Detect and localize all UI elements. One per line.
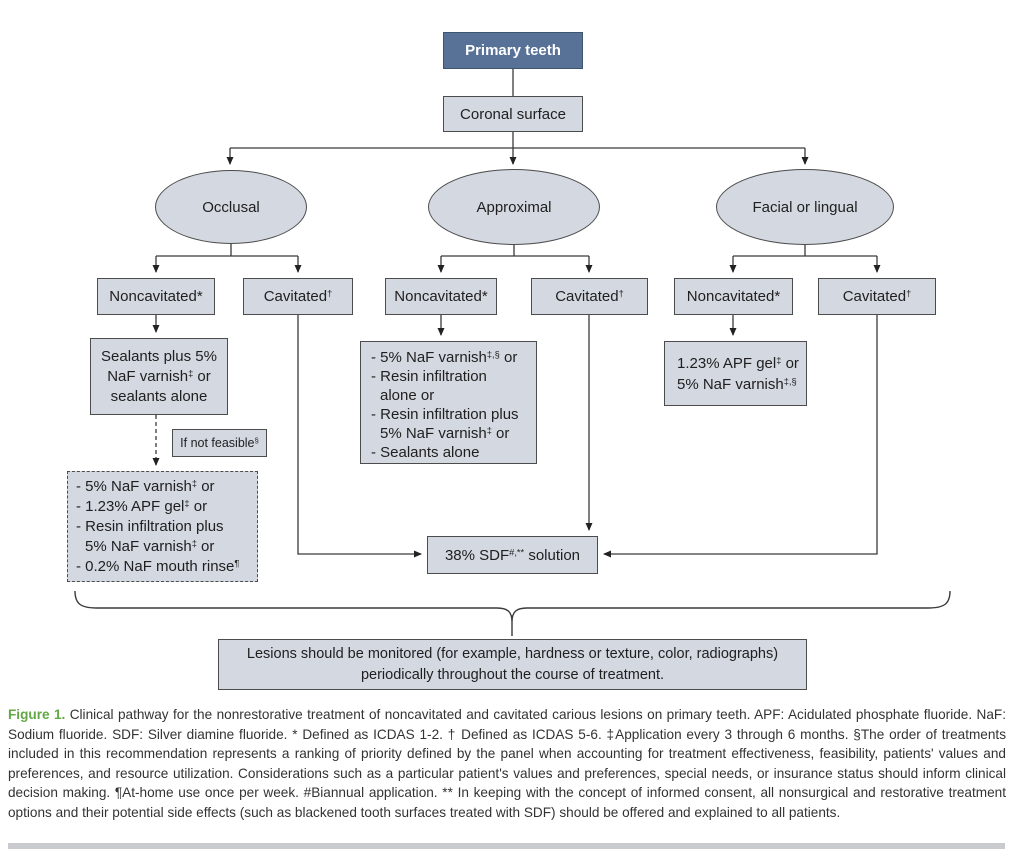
node-approximal-cavitated: Cavitated†	[531, 278, 648, 315]
node-primary-teeth: Primary teeth	[443, 32, 583, 69]
node-coronal-surface: Coronal surface	[443, 96, 583, 132]
node-sdf-solution: 38% SDF#,** solution	[427, 536, 598, 574]
node-occlusal-treatment: Sealants plus 5% NaF varnish‡ or sealant…	[90, 338, 228, 415]
figure-caption-body: Clinical pathway for the nonrestorative …	[8, 707, 1006, 820]
connector-occlusal-split	[156, 244, 298, 257]
node-occlusal-cavitated: Cavitated†	[243, 278, 353, 315]
connector-coronal-split	[230, 132, 805, 149]
node-lesions-monitoring: Lesions should be monitored (for example…	[218, 639, 807, 690]
node-if-not-feasible: If not feasible§	[172, 429, 267, 457]
node-occlusal: Occlusal	[155, 170, 307, 244]
node-facial-cavitated: Cavitated†	[818, 278, 936, 315]
node-occlusal-noncavitated: Noncavitated*	[97, 278, 215, 315]
node-facial-noncavitated: Noncavitated*	[674, 278, 793, 315]
figure-caption: Figure 1. Clinical pathway for the nonre…	[8, 705, 1006, 822]
node-approximal-treatment: - 5% NaF varnish‡,§ or - Resin infiltrat…	[360, 341, 537, 464]
connector-approximal-split	[441, 245, 589, 257]
figure-caption-label: Figure 1.	[8, 707, 66, 722]
node-facial-or-lingual: Facial or lingual	[716, 169, 894, 245]
node-facial-treatment: 1.23% APF gel‡ or 5% NaF varnish‡,§	[664, 341, 807, 406]
node-approximal-noncavitated: Noncavitated*	[385, 278, 497, 315]
brace-monitoring	[74, 590, 951, 636]
node-approximal: Approximal	[428, 169, 600, 245]
connector-facial-split	[733, 245, 877, 257]
bottom-divider-bar	[8, 843, 1005, 849]
node-occlusal-fallback-treatment: - 5% NaF varnish‡ or - 1.23% APF gel‡ or…	[67, 471, 258, 582]
